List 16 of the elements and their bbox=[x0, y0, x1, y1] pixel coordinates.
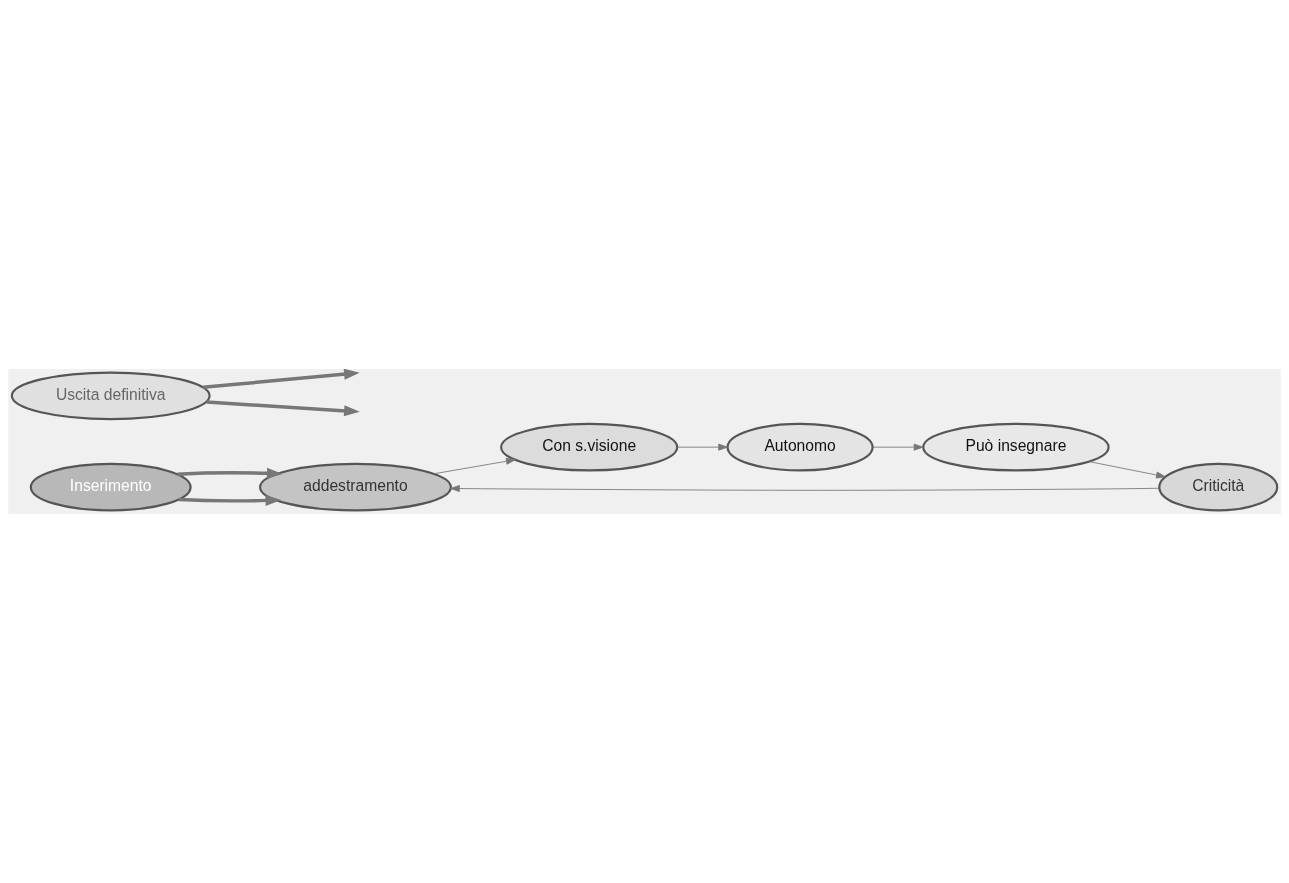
arrow bbox=[433, 457, 516, 475]
arrow bbox=[206, 400, 360, 417]
arrow bbox=[872, 443, 924, 451]
node-ellipse: Inserimento bbox=[29, 462, 192, 512]
arrow bbox=[202, 369, 360, 390]
node-ellipse: Uscita definitiva bbox=[10, 371, 211, 421]
arrow bbox=[178, 494, 282, 506]
arrow bbox=[1088, 461, 1166, 479]
arrow bbox=[450, 485, 1160, 493]
node-ellipse: Con s.visione bbox=[500, 422, 679, 472]
arrow bbox=[177, 467, 283, 479]
node-ellipse: addestramento bbox=[259, 462, 452, 512]
node-ellipse: Autonomo bbox=[726, 422, 874, 472]
node-ellipse: Criticità bbox=[1158, 462, 1279, 512]
arrow bbox=[676, 443, 728, 451]
node-ellipse: Può insegnare bbox=[922, 422, 1110, 472]
